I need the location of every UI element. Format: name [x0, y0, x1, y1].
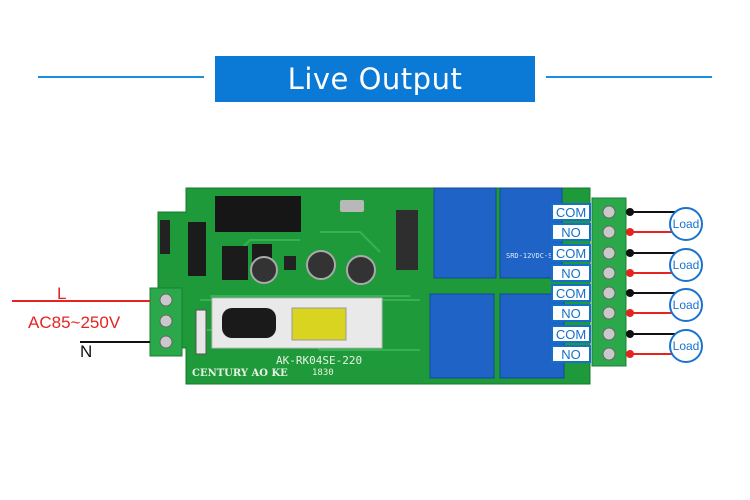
- com-screw-1: [602, 205, 616, 219]
- no-label-2: NO: [551, 264, 591, 282]
- header-line-left: [38, 76, 204, 78]
- page-title: Live Output: [215, 56, 535, 102]
- relay-3: [429, 293, 495, 379]
- crystal: [340, 200, 364, 212]
- com-label-3: COM: [551, 284, 591, 302]
- load-2: Load: [669, 248, 703, 282]
- load-3: Load: [669, 288, 703, 322]
- transistor: [284, 256, 296, 270]
- board-code-label: 1830: [312, 368, 334, 378]
- com-screw-2: [602, 246, 616, 260]
- no-label-3: NO: [551, 304, 591, 322]
- capacitor-1: [250, 256, 278, 284]
- output-wires: [626, 208, 686, 358]
- com-screw-4: [602, 327, 616, 341]
- output-screws: [602, 205, 616, 361]
- no-dot-1: [626, 228, 634, 236]
- ic-chip-2: [222, 246, 248, 280]
- no-label-1: NO: [551, 223, 591, 241]
- com-label-1: COM: [551, 203, 591, 221]
- rf-module: [215, 196, 301, 232]
- capacitor-2: [306, 250, 336, 280]
- relay-1: [433, 187, 497, 279]
- voltage-label: AC85~250V: [28, 313, 121, 332]
- no-screw-1: [602, 225, 616, 239]
- com-screw-3: [602, 286, 616, 300]
- diode: [195, 309, 207, 355]
- com-label-4: COM: [551, 325, 591, 343]
- no-dot-4: [626, 350, 634, 358]
- output-terminal-strip: [591, 197, 627, 367]
- neutral-label: N: [80, 342, 93, 361]
- led-block: [396, 210, 418, 270]
- no-screw-3: [602, 306, 616, 320]
- no-screw-2: [602, 266, 616, 280]
- relays: [429, 187, 565, 379]
- com-dot-1: [626, 208, 634, 216]
- header-line-right: [546, 76, 712, 78]
- live-label: L: [57, 284, 67, 303]
- relay-model-label: SRD-12VDC-SL-C: [506, 252, 566, 260]
- ic-chip-1: [188, 222, 206, 276]
- header-pins: [160, 220, 170, 254]
- input-screw-3: [159, 335, 173, 349]
- com-label-2: COM: [551, 244, 591, 262]
- no-screw-4: [602, 347, 616, 361]
- com-dot-4: [626, 330, 634, 338]
- no-dot-3: [626, 309, 634, 317]
- com-dot-3: [626, 289, 634, 297]
- input-screw-2: [159, 314, 173, 328]
- board-model-label: AK-RK04SE-220: [276, 354, 363, 367]
- no-label-4: NO: [551, 345, 591, 363]
- com-dot-2: [626, 249, 634, 257]
- no-dot-2: [626, 269, 634, 277]
- input-screw-1: [159, 293, 173, 307]
- load-1: Load: [669, 207, 703, 241]
- inductor: [222, 308, 276, 338]
- board-brand-label: CENTURY AO KE: [192, 368, 288, 379]
- input-screws: [159, 293, 173, 349]
- transformer: [291, 307, 347, 341]
- capacitor-3: [346, 255, 376, 285]
- load-4: Load: [669, 329, 703, 363]
